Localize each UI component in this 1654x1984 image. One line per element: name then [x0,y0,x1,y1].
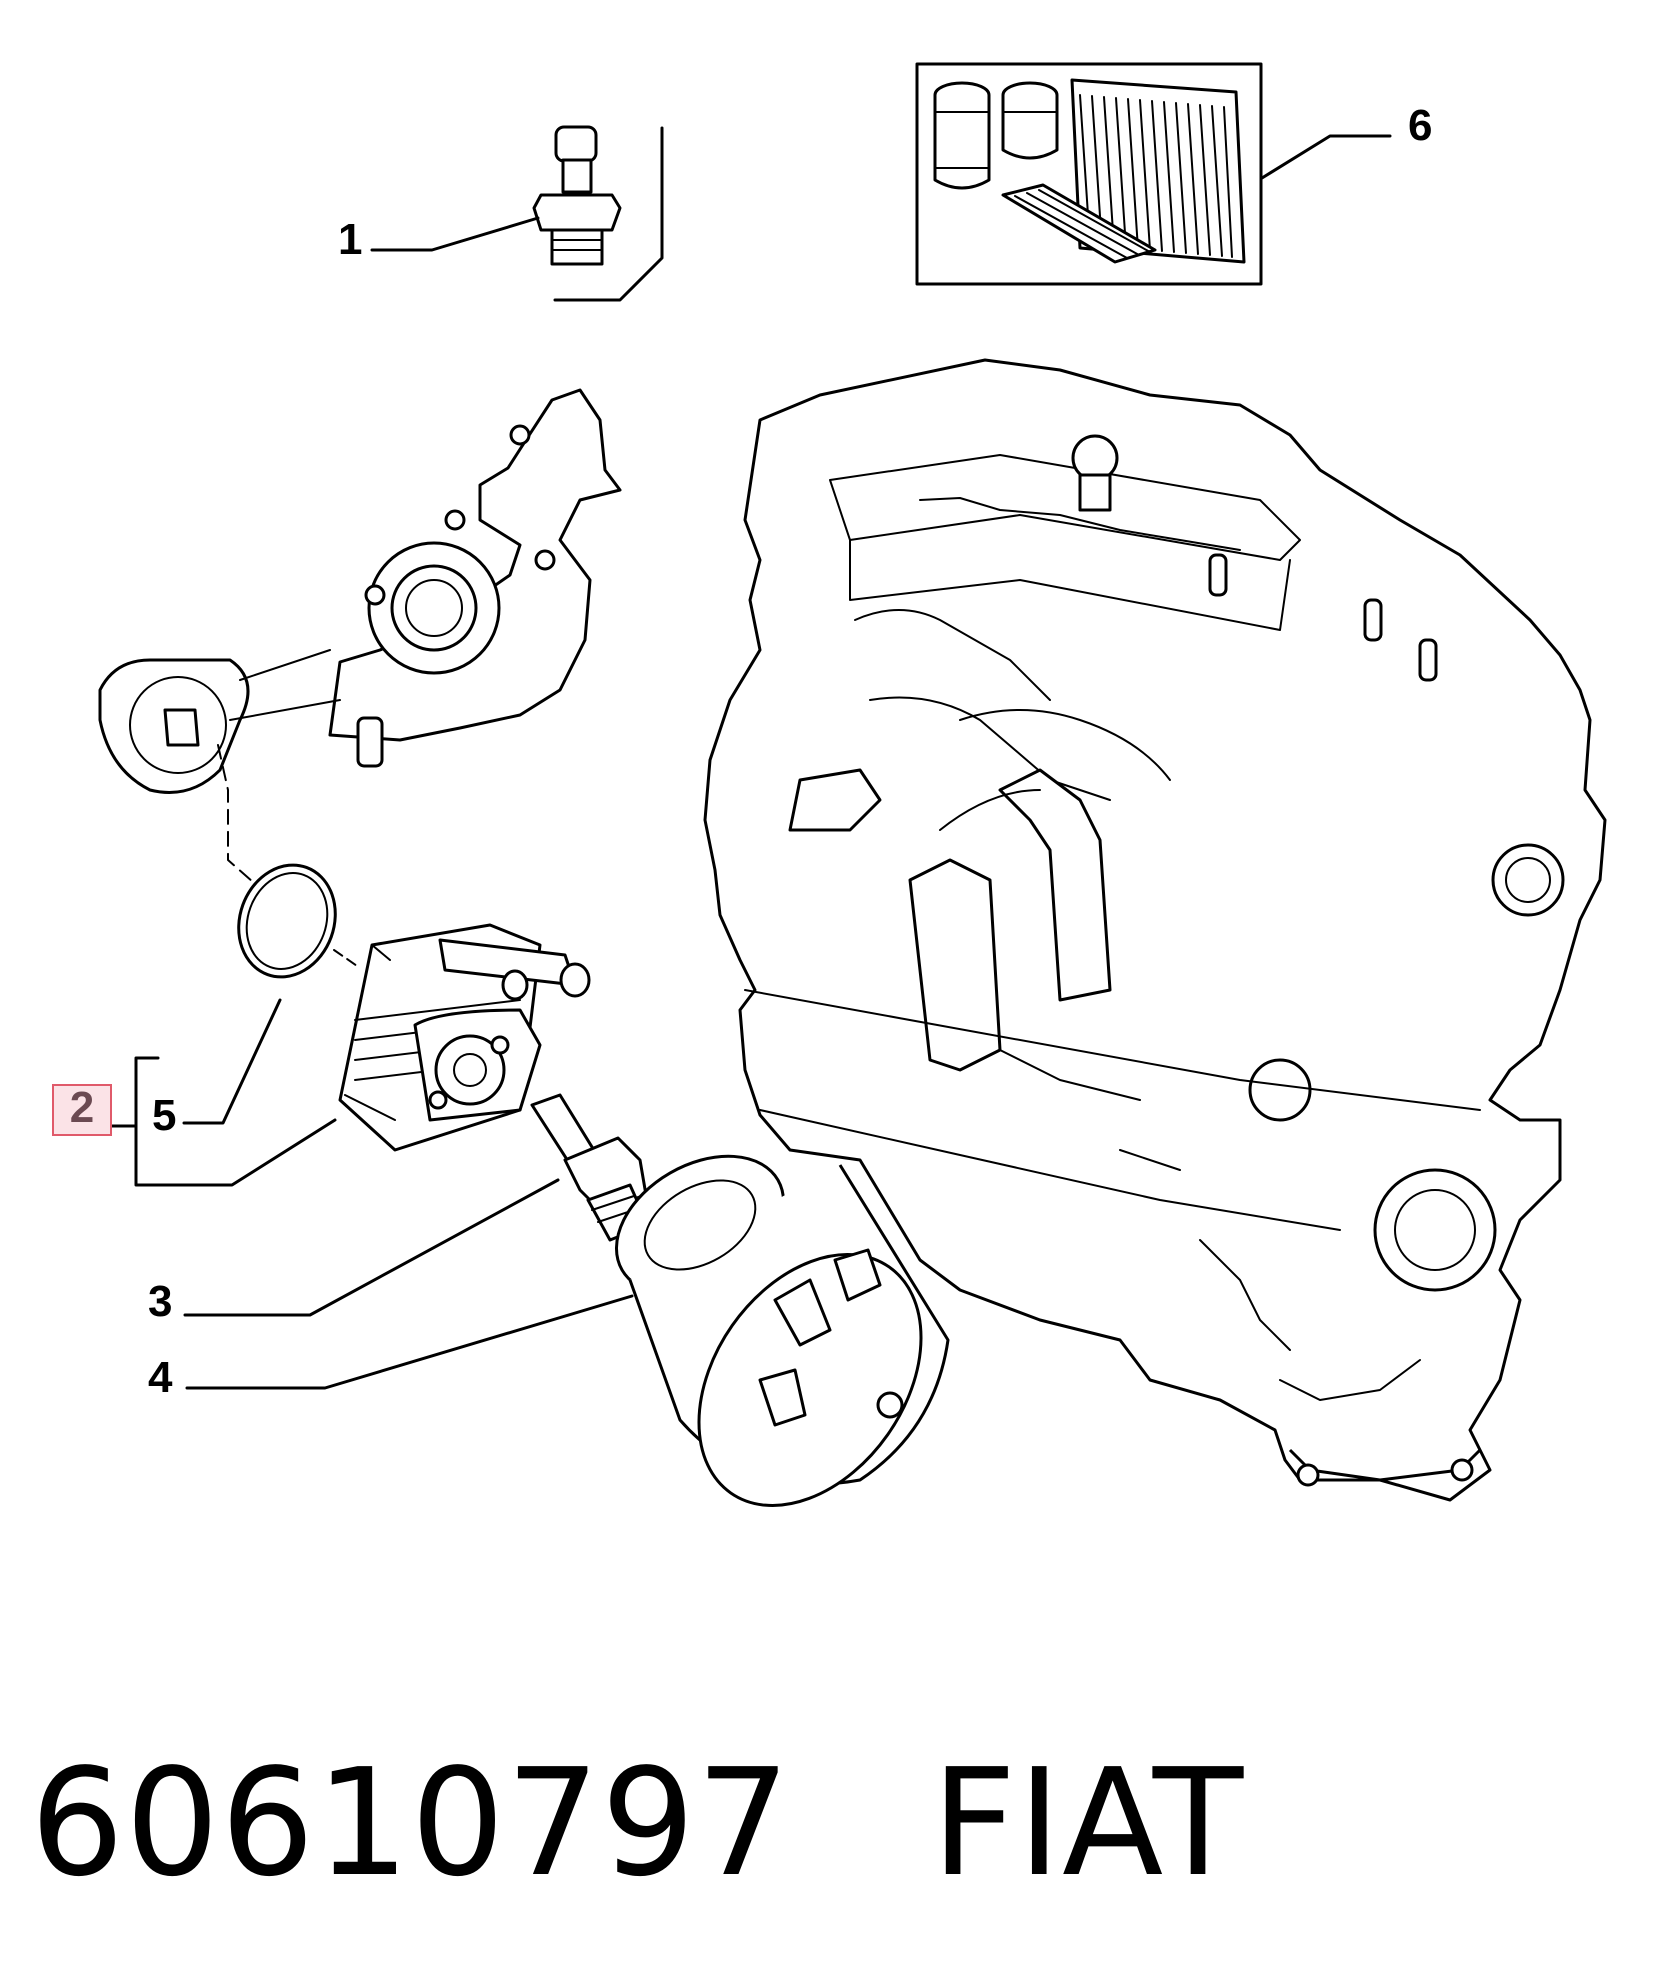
brand-name: FIAT [931,1737,1245,1909]
oil-pump-icon [98,388,622,794]
leader-6 [1260,134,1392,180]
filter-kit-icon [915,62,1263,286]
leader-3 [183,1178,560,1317]
callout-2[interactable]: 2 [52,1084,112,1136]
part-number: 60610797 [30,1737,792,1909]
part-caption: 60610797 FIAT [30,1737,1245,1909]
o-ring-icon [237,863,337,979]
oil-filter-icon [614,1154,950,1507]
leader-5 [182,998,282,1125]
engine-block-icon [703,358,1607,1502]
callout-6[interactable]: 6 [1408,101,1433,150]
callout-3[interactable]: 3 [148,1277,173,1326]
leader-2-bracket [134,1056,337,1187]
callout-5[interactable]: 5 [152,1091,177,1140]
leader-4 [185,1294,634,1390]
oil-cooler-icon [338,923,591,1152]
oil-pressure-switch-icon [532,125,622,266]
leader-1 [370,216,540,252]
connector-dashed [217,744,263,891]
callout-4[interactable]: 4 [148,1353,173,1402]
group-bracket-1 [553,126,664,302]
callout-1[interactable]: 1 [338,215,363,264]
